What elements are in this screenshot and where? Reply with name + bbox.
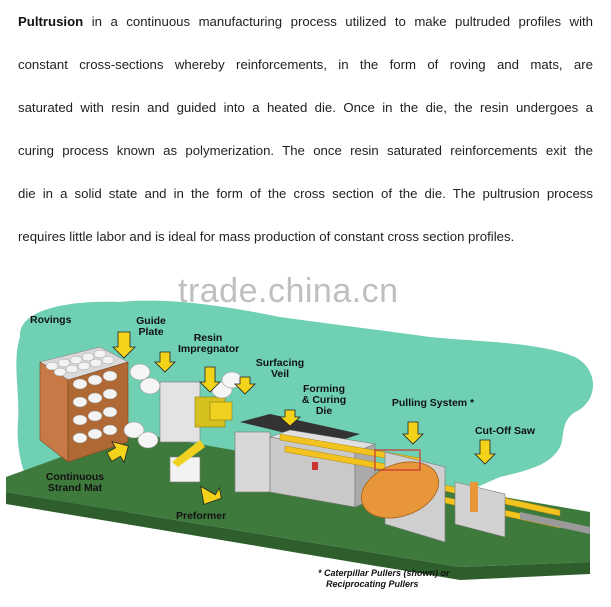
machine-stand bbox=[234, 431, 271, 493]
mat-rolls bbox=[123, 363, 161, 449]
paragraph-line-1: Pultrusion in a continuous manufacturing… bbox=[18, 14, 593, 29]
label-cut-off-saw: Cut-Off Saw bbox=[474, 425, 536, 437]
label-preformer: Preformer bbox=[176, 510, 227, 522]
footnote-line-1: * Caterpillar Pullers (shown) or bbox=[318, 568, 450, 578]
description-paragraph: Pultrusion in a continuous manufacturing… bbox=[18, 0, 593, 258]
footnote-line-2: Reciprocating Pullers bbox=[326, 579, 419, 589]
caterpillar-puller bbox=[360, 449, 446, 543]
label-arrows bbox=[106, 331, 496, 505]
paragraph-line-5: die in a solid state and in the form of … bbox=[18, 186, 593, 201]
label-surfacing-veil: Surfacing Veil bbox=[255, 357, 305, 380]
label-forming-curing-die: Forming & Curing Die bbox=[301, 383, 347, 417]
paragraph-line-2: constant cross-sections whereby reinforc… bbox=[18, 57, 593, 72]
paragraph-line-3: saturated with resin and guided into a h… bbox=[18, 100, 593, 115]
cut-off-saw bbox=[454, 481, 590, 538]
label-guide-plate: Guide Plate bbox=[136, 315, 166, 338]
term-pultrusion: Pultrusion bbox=[18, 14, 84, 29]
paragraph-line-4: curing process known as polymerization. … bbox=[18, 143, 593, 158]
process-illustration bbox=[6, 300, 594, 580]
watermark: trade.china.cn bbox=[178, 272, 399, 310]
label-resin-impregnator: Resin Impregnator bbox=[178, 332, 240, 355]
pultrusion-process-diagram: trade.china.cn Rovings Guide Plate Resin… bbox=[0, 262, 611, 607]
label-continuous-strand-mat: Continuous Strand Mat bbox=[45, 471, 105, 494]
label-rovings: Rovings bbox=[30, 314, 72, 326]
paragraph-line-6: requires little labor and is ideal for m… bbox=[18, 229, 515, 244]
label-pulling-system: Pulling System * bbox=[391, 397, 475, 409]
roving-creel bbox=[39, 346, 129, 463]
